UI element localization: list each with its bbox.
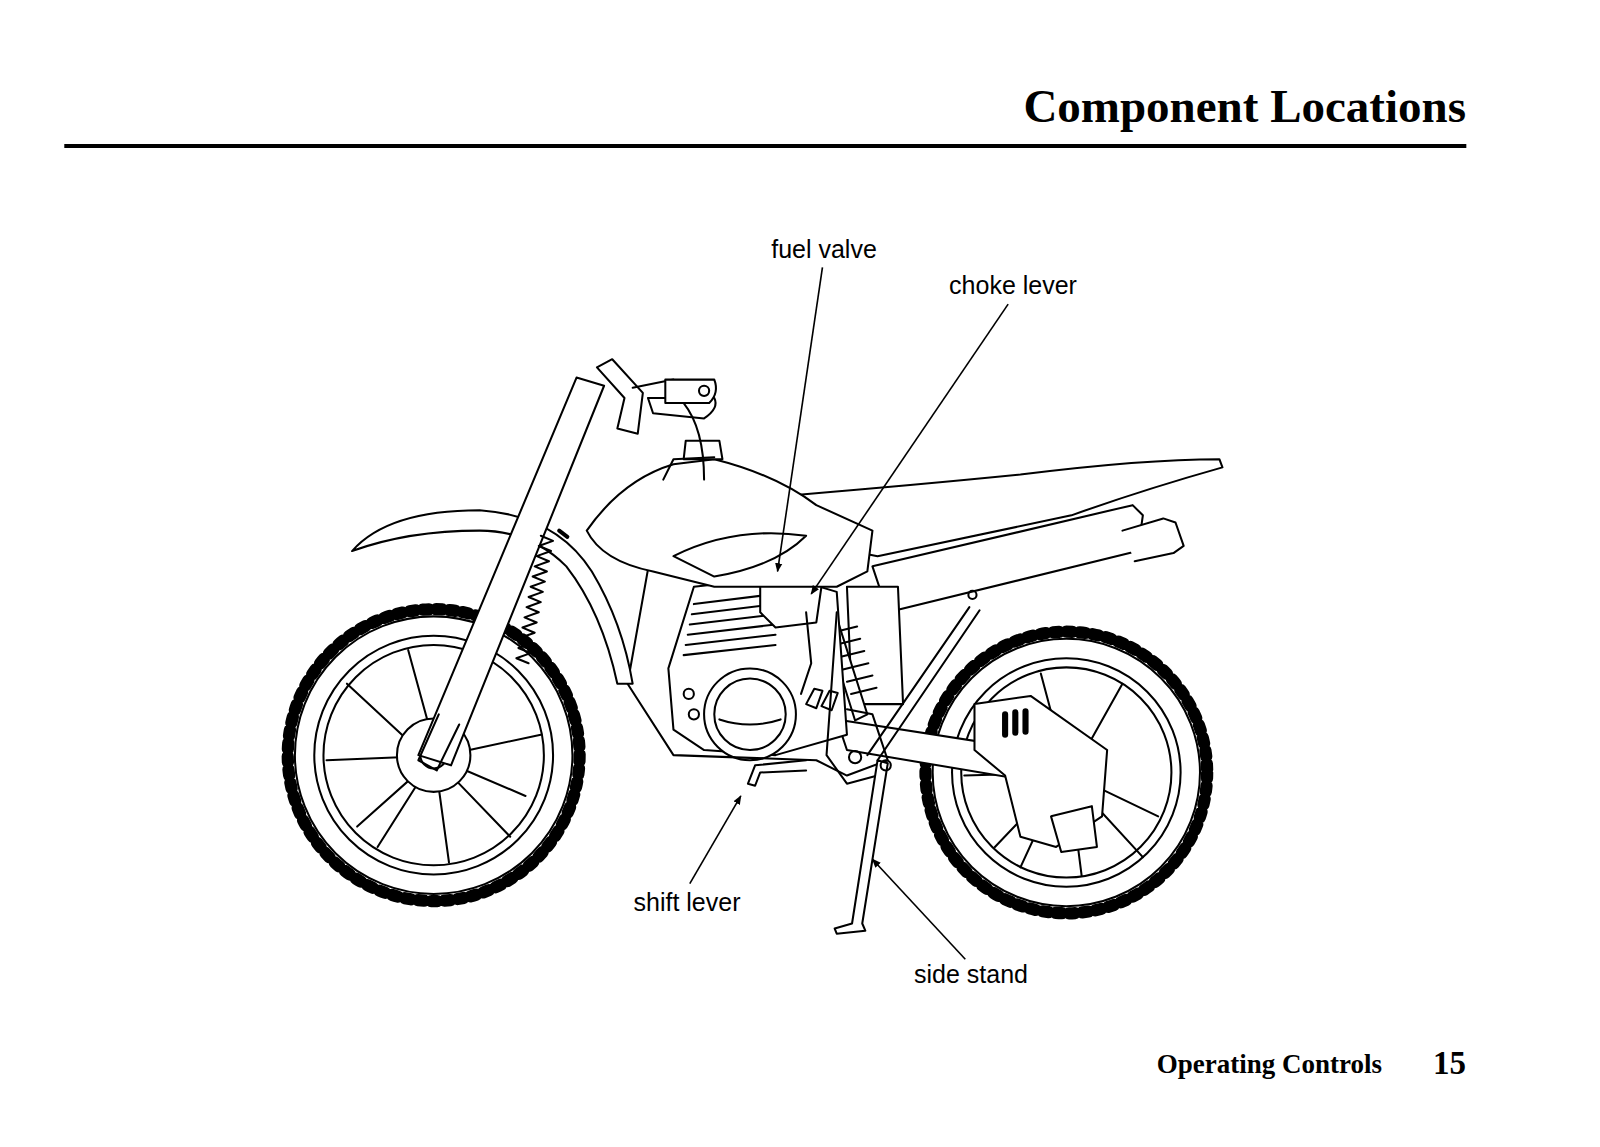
engine — [668, 571, 847, 760]
part-label: shift lever — [634, 890, 741, 915]
leader-line — [872, 859, 965, 959]
part-label: side stand — [914, 962, 1028, 987]
page-title: Component Locations — [1023, 83, 1466, 130]
part-label: choke lever — [949, 273, 1077, 298]
handlebar — [597, 359, 716, 479]
section-footer: Operating Controls — [1157, 1051, 1382, 1078]
leader-lines — [690, 267, 1008, 959]
front-fork — [418, 378, 604, 771]
leader-line — [690, 796, 741, 884]
header-rule — [64, 144, 1466, 148]
leader-line — [811, 304, 1008, 594]
fuel-tank — [587, 441, 873, 587]
part-label: fuel valve — [771, 237, 877, 262]
rear-wheel — [926, 632, 1208, 914]
bike-drawing — [288, 359, 1223, 933]
page-number: 15 — [1433, 1047, 1466, 1080]
leader-line — [778, 267, 823, 571]
